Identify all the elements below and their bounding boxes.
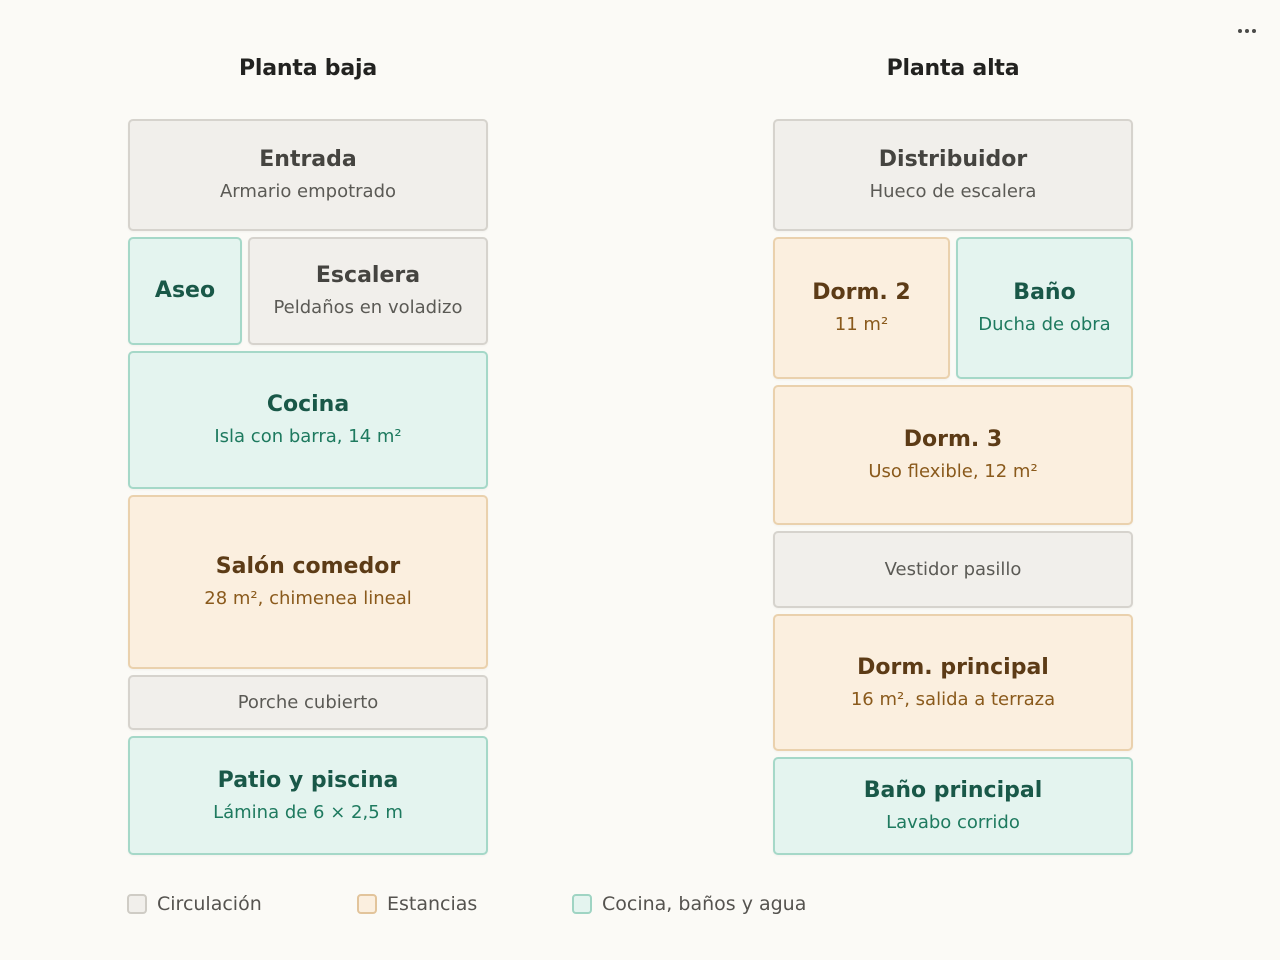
- more-options-button[interactable]: [1234, 18, 1260, 44]
- room-desc: Hueco de escalera: [869, 181, 1037, 203]
- room-bano[interactable]: Baño Ducha de obra: [956, 237, 1133, 379]
- legend-swatch: [127, 894, 147, 914]
- room-desc: Armario empotrado: [219, 181, 397, 203]
- room-name: Entrada: [259, 147, 357, 172]
- more-horizontal-icon: [1238, 29, 1256, 33]
- room-dorm-3[interactable]: Dorm. 3 Uso flexible, 12 m²: [773, 385, 1133, 525]
- room-bano-principal[interactable]: Baño principal Lavabo corrido: [773, 757, 1133, 855]
- room-salon-comedor[interactable]: Salón comedor 28 m², chimenea lineal: [128, 495, 488, 669]
- legend-label: Cocina, baños y agua: [602, 893, 807, 915]
- room-name: Dorm. 3: [903, 427, 1003, 452]
- room-vestidor-pasillo[interactable]: Vestidor pasillo: [773, 531, 1133, 608]
- room-name: Aseo: [154, 277, 216, 303]
- room-name: Dorm. principal: [857, 654, 1049, 680]
- room-desc: Uso flexible, 12 m²: [868, 461, 1038, 483]
- room-dorm-principal[interactable]: Dorm. principal 16 m², salida a terraza: [773, 614, 1133, 751]
- room-desc: 16 m², salida a terraza: [850, 688, 1056, 710]
- room-escalera[interactable]: Escalera Peldaños en voladizo: [248, 237, 488, 345]
- room-cocina[interactable]: Cocina Isla con barra, 14 m²: [128, 351, 488, 489]
- ground-floor-title: Planta baja: [239, 56, 377, 81]
- legend-label: Estancias: [387, 893, 478, 915]
- legend-item-estancias: Estancias: [357, 893, 477, 915]
- room-desc: 11 m²: [834, 314, 889, 336]
- room-entrada[interactable]: Entrada Armario empotrado: [128, 119, 488, 231]
- room-name: Baño: [1013, 280, 1076, 305]
- room-desc: Isla con barra, 14 m²: [214, 426, 402, 448]
- room-desc: Vestidor pasillo: [884, 558, 1022, 580]
- legend-item-circulacion: Circulación: [127, 893, 262, 915]
- upper-floor-title: Planta alta: [886, 56, 1020, 81]
- room-name: Baño principal: [863, 778, 1043, 803]
- legend-swatch: [357, 894, 377, 914]
- room-patio-piscina[interactable]: Patio y piscina Lámina de 6 × 2,5 m: [128, 736, 488, 855]
- room-name: Distribuidor: [878, 147, 1028, 172]
- room-dorm-2[interactable]: Dorm. 2 11 m²: [773, 237, 950, 379]
- legend-item-cocina-banos-agua: Cocina, baños y agua: [572, 893, 806, 915]
- room-name: Patio y piscina: [217, 767, 399, 793]
- legend-label: Circulación: [157, 893, 262, 915]
- room-desc: Lámina de 6 × 2,5 m: [213, 801, 403, 823]
- room-porche-cubierto[interactable]: Porche cubierto: [128, 675, 488, 730]
- room-aseo[interactable]: Aseo: [128, 237, 242, 345]
- room-distribuidor[interactable]: Distribuidor Hueco de escalera: [773, 119, 1133, 231]
- room-name: Cocina: [266, 392, 350, 417]
- room-desc: Porche cubierto: [237, 691, 379, 713]
- room-desc: Peldaños en voladizo: [273, 297, 463, 319]
- legend-swatch: [572, 894, 592, 914]
- room-desc: Ducha de obra: [978, 314, 1111, 336]
- room-desc: 28 m², chimenea lineal: [204, 588, 412, 610]
- room-name: Dorm. 2: [812, 280, 911, 305]
- room-desc: Lavabo corrido: [886, 812, 1020, 834]
- room-name: Salón comedor: [215, 554, 401, 579]
- room-name: Escalera: [315, 263, 421, 288]
